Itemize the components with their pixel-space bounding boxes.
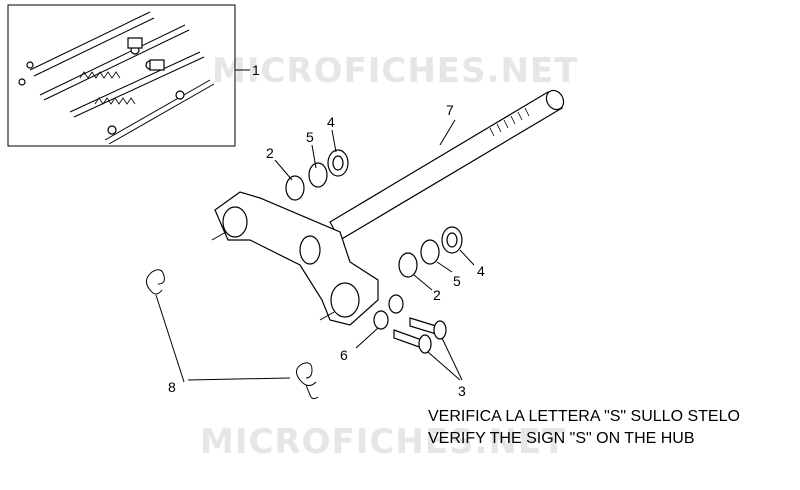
callout-4-upper: 4 <box>327 114 335 130</box>
callout-1: 1 <box>252 62 260 78</box>
callout-2-upper: 2 <box>266 145 274 161</box>
callout-3: 3 <box>458 383 466 399</box>
watermark-top: MICROFICHES.NET <box>212 51 578 91</box>
inset-frame <box>7 4 236 147</box>
watermark-bottom: MICROFICHES.NET <box>200 422 566 462</box>
washers <box>355 294 404 349</box>
upper-bearing-set <box>274 129 349 201</box>
callout-2-lower: 2 <box>433 287 441 303</box>
note-english: VERIFY THE SIGN "S" ON THE HUB <box>428 430 695 447</box>
clips <box>146 269 319 400</box>
callout-7: 7 <box>446 102 454 118</box>
callout-4-lower: 4 <box>477 263 485 279</box>
callout-5-upper: 5 <box>306 129 314 145</box>
callout-8: 8 <box>168 379 176 395</box>
lower-bearing-set <box>398 226 475 291</box>
callout-6: 6 <box>340 347 348 363</box>
inset-fork-assembly <box>7 4 250 147</box>
note-italian: VERIFICA LA LETTERA "S" SULLO STELO <box>428 408 740 425</box>
bolts <box>393 317 463 381</box>
callout-5-lower: 5 <box>453 273 461 289</box>
steering-stem <box>211 89 565 326</box>
